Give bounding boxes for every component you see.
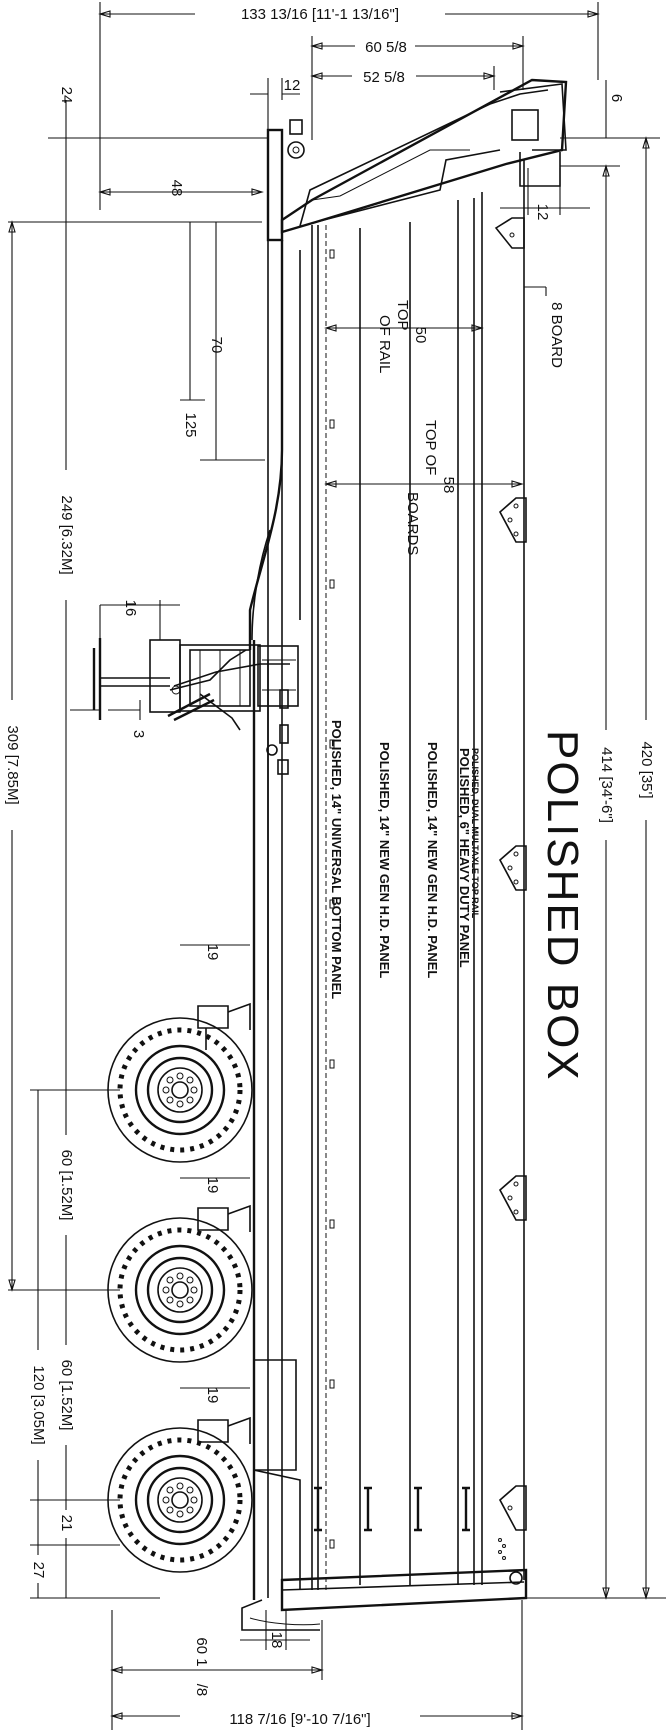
panel-new-gen-hd-2-label: POLISHED, 14" NEW GEN H.D. PANEL — [425, 742, 440, 978]
panel-labels: POLISHED, 14" UNIVERSAL BOTTOM PANEL POL… — [329, 720, 480, 999]
dim-60-5-8-label: 60 5/8 — [365, 39, 407, 56]
dim-19-axle2-label: 19 — [204, 1177, 221, 1194]
axle-2 — [107, 1204, 253, 1363]
dim-60-axle1-label: 60 [1.52M] — [58, 1150, 75, 1221]
dim-120-label: 120 [3.05M] — [30, 1365, 47, 1444]
top-of-boards-label-2: BOARDS — [404, 492, 421, 555]
dim-27-label: 27 — [30, 1562, 47, 1579]
panel-universal-bottom-label: POLISHED, 14" UNIVERSAL BOTTOM PANEL — [329, 720, 344, 999]
dim-60-1-8-label-b: /8 — [193, 1684, 210, 1697]
dim-16-label: 16 — [122, 600, 139, 617]
top-of-rail-label-2: OF RAIL — [376, 315, 393, 373]
floor-rail-marks — [329, 249, 335, 1549]
dim-18-label: 18 — [268, 1632, 285, 1649]
dim-52-5-8-label: 52 5/8 — [363, 69, 405, 86]
dim-6-label: 6 — [608, 94, 625, 102]
landing-gear — [92, 638, 299, 731]
dim-3-label: 3 — [130, 730, 147, 738]
polished-box-title: POLISHED BOX — [538, 730, 587, 1082]
dim-60-axle2-label: 60 [1.52M] — [58, 1360, 75, 1431]
bottom-dimensions: 18 60 1 /8 118 7/16 [9'-10 7/16"] — [110, 1600, 524, 1730]
axle-1 — [107, 1002, 253, 1163]
panel-heavy-duty-6-label: POLISHED, 6" HEAVY DUTY PANEL — [457, 748, 472, 968]
right-dimensions: 420 [35'] 414 [34'-6"] 12 8 BOARD 50 TOP… — [324, 136, 666, 1600]
dim-125-label: 125 — [182, 412, 199, 437]
top-of-rail-label-1: TOP — [394, 300, 411, 331]
dim-8-board-label: 8 BOARD — [548, 302, 565, 368]
dim-58-label: 58 — [440, 477, 457, 494]
dim-249-label: 249 [6.32M] — [58, 495, 75, 574]
dim-414-label: 414 [34'-6"] — [598, 747, 615, 823]
dim-19-axle3-label: 19 — [204, 1387, 221, 1404]
dim-19-axle1-label: 19 — [204, 944, 221, 961]
dim-70-label: 70 — [208, 337, 225, 354]
dim-420-label: 420 [35'] — [638, 741, 655, 798]
overall-width-top-label: 133 13/16 [11'-1 13/16"] — [241, 6, 399, 23]
left-dimensions: 48 70 125 249 [6.32M] 309 [7.85M] 16 3 — [1, 138, 265, 1599]
dim-21-label: 21 — [58, 1515, 75, 1532]
dim-12-right-label: 12 — [534, 204, 551, 221]
overall-width-bottom-label: 118 7/16 [9'-10 7/16"] — [229, 1711, 370, 1728]
dim-60-1-8-label-a: 60 1 — [193, 1637, 210, 1666]
top-dimensions: 133 13/16 [11'-1 13/16"] 60 5/8 52 5/8 1… — [48, 2, 660, 210]
panel-new-gen-hd-1-label: POLISHED, 14" NEW GEN H.D. PANEL — [377, 742, 392, 978]
dim-12-top-label: 12 — [284, 77, 301, 94]
top-of-boards-label-1: TOP OF — [422, 420, 439, 475]
dim-309-label: 309 [7.85M] — [4, 725, 21, 804]
axle-3 — [107, 1359, 301, 1590]
dim-48-label: 48 — [168, 180, 185, 197]
panel-top-rail-label: POLISHED, DUAL MULTAXLE TOP RAIL — [470, 748, 480, 919]
dim-24-label: 24 — [58, 87, 75, 104]
box-brackets — [494, 217, 527, 1560]
trailer-box-body — [241, 78, 568, 1631]
rear-tie-downs — [314, 1486, 470, 1532]
dim-50-label: 50 — [412, 327, 429, 344]
